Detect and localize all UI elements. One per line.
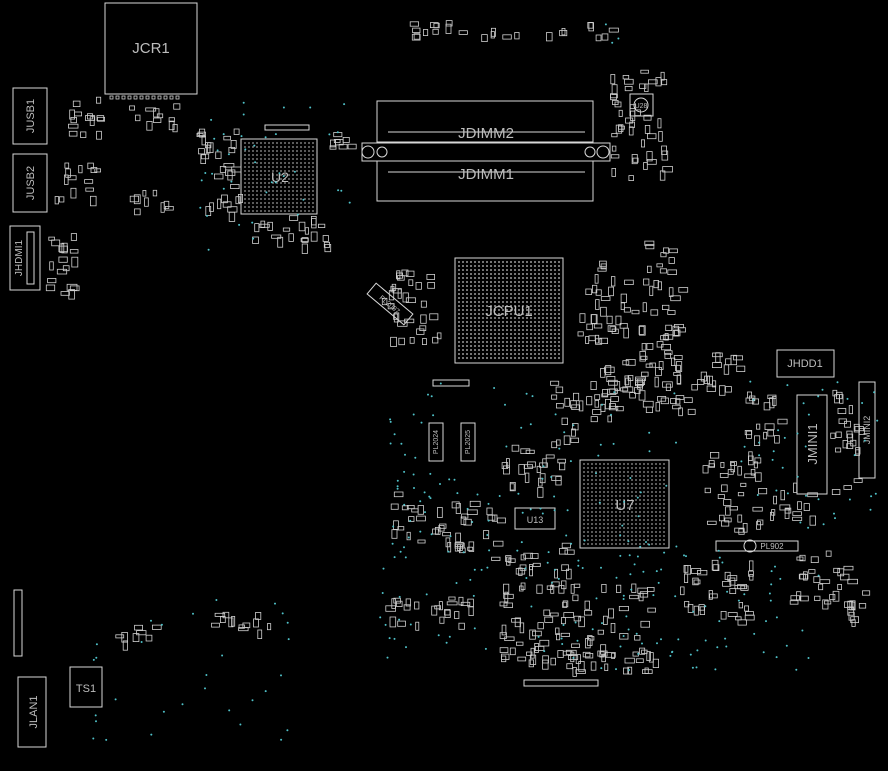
u2-label: U2: [271, 169, 289, 185]
jmini1-label: JMINI1: [805, 423, 820, 464]
u7-label: U7: [615, 497, 634, 514]
vias: [92, 23, 879, 741]
ts1-label: TS1: [76, 683, 96, 695]
pl2025-label: PL2025: [465, 430, 472, 454]
pl902-label: PL902: [760, 542, 784, 551]
jcpu1-label: JCPU1: [485, 303, 533, 320]
jmini2-label: JMINI2: [862, 416, 872, 445]
pl902-inductor[interactable]: PL902: [715, 539, 799, 553]
jdimm1-label: JDIMM1: [458, 166, 514, 183]
cpu-side-connector-strip: [432, 379, 470, 387]
pl2025-inductor[interactable]: PL2025: [460, 422, 476, 462]
jhdmi1-label: JHDMI1: [14, 240, 25, 277]
jmini2-slot[interactable]: JMINI2: [858, 381, 876, 479]
jdimm2-slot[interactable]: JDIMM2: [376, 100, 594, 143]
jlan1-label: JLAN1: [28, 695, 40, 728]
jlan1-connector[interactable]: JLAN1: [17, 676, 47, 748]
u2-chip[interactable]: U2: [240, 138, 318, 215]
left-edge-connector-strip: [13, 589, 23, 657]
pl2024-inductor[interactable]: PL2024: [428, 422, 444, 462]
jcr1-card-reader[interactable]: JCR1: [104, 2, 198, 100]
jusb1-label: JUSB1: [25, 99, 37, 133]
jmini1-slot[interactable]: JMINI1: [796, 394, 828, 495]
jcpu1-socket[interactable]: JCPU1: [454, 257, 564, 364]
jhdmi1-connector[interactable]: JHDMI1: [9, 225, 41, 291]
jdimm2-label: JDIMM2: [458, 125, 514, 142]
jhdd1-label: JHDD1: [787, 358, 822, 370]
jdimm1-slot[interactable]: JDIMM1: [361, 142, 611, 202]
jusb2-connector[interactable]: JUSB2: [12, 153, 48, 213]
jhdd1-connector[interactable]: JHDD1: [776, 349, 835, 378]
smd-components: [45, 20, 871, 677]
u13-chip[interactable]: U13: [514, 507, 556, 530]
u28-label: U28: [635, 103, 648, 110]
jusb2-label: JUSB2: [25, 166, 37, 200]
bottom-connector-strip: [523, 679, 599, 687]
u2-top-connector-strip: [264, 124, 310, 131]
pl2024-label: PL2024: [433, 430, 440, 454]
jusb1-connector[interactable]: JUSB1: [12, 87, 48, 145]
u7-chip[interactable]: U7: [579, 459, 670, 549]
u13-label: U13: [527, 515, 544, 525]
jcr1-label: JCR1: [132, 40, 170, 57]
ts1-transformer[interactable]: TS1: [69, 666, 103, 708]
